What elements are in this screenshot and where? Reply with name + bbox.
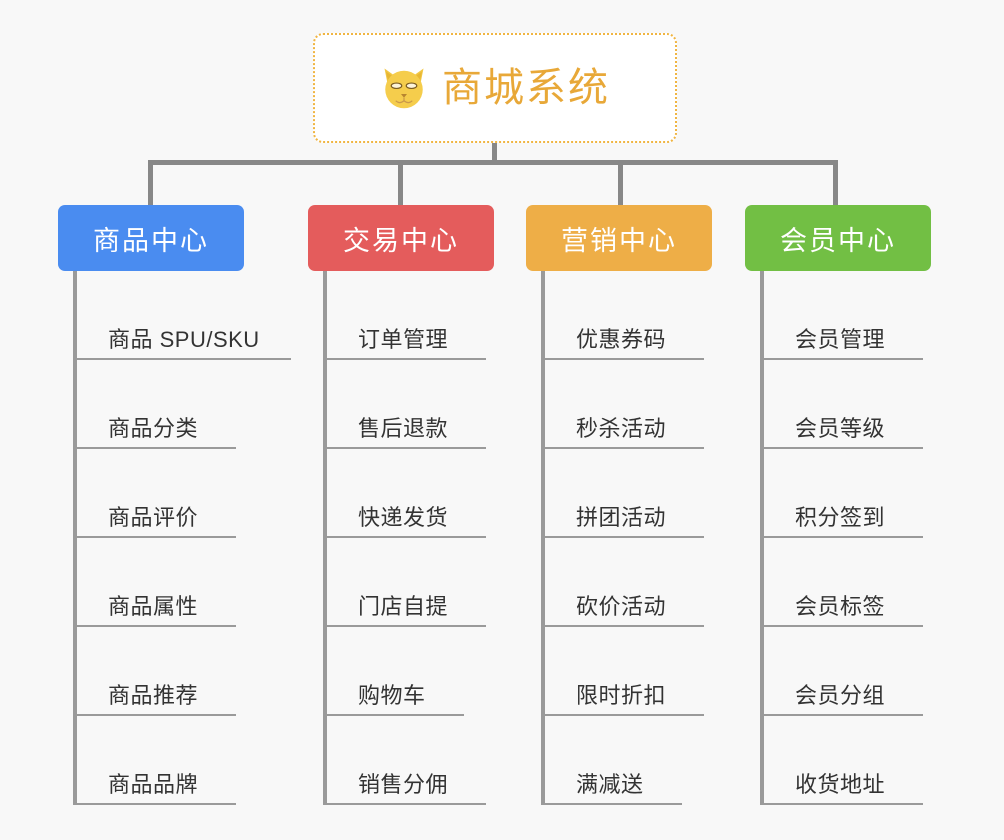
leaf-item[interactable]: 商品评价 (73, 449, 236, 538)
leaf-item-label: 商品推荐 (108, 682, 199, 708)
category-header-product-center[interactable]: 商品中心 (58, 205, 244, 271)
leaf-item[interactable]: 门店自提 (323, 538, 486, 627)
column-spine (541, 271, 545, 805)
column-spine (760, 271, 764, 805)
category-header-label: 交易中心 (343, 225, 459, 256)
leaf-item-label: 收货地址 (795, 771, 886, 797)
category-header-marketing-center[interactable]: 营销中心 (526, 205, 712, 271)
category-header-label: 营销中心 (561, 225, 677, 256)
leaf-item[interactable]: 订单管理 (323, 271, 486, 360)
leaf-list: 优惠券码 秒杀活动 拼团活动 砍价活动 限时折扣 满减送 (541, 271, 704, 805)
leaf-item-label: 商品分类 (108, 415, 199, 441)
leaf-item[interactable]: 商品分类 (73, 360, 236, 449)
shiba-dog-icon (384, 68, 424, 109)
leaf-item-label: 会员分组 (795, 682, 886, 708)
category-header-trade-center[interactable]: 交易中心 (308, 205, 494, 271)
leaf-list: 订单管理 售后退款 快递发货 门店自提 购物车 销售分佣 (323, 271, 486, 805)
leaf-item-label: 购物车 (358, 682, 426, 708)
leaf-item[interactable]: 限时折扣 (541, 627, 704, 716)
leaf-item-label: 秒杀活动 (576, 415, 667, 441)
connector-drop-4 (833, 160, 838, 205)
column-marketing-center: 营销中心 优惠券码 秒杀活动 拼团活动 砍价活动 限时折扣 满减送 (526, 205, 712, 805)
leaf-list: 会员管理 会员等级 积分签到 会员标签 会员分组 收货地址 (760, 271, 923, 805)
leaf-item[interactable]: 销售分佣 (323, 716, 486, 805)
leaf-item-label: 商品品牌 (108, 771, 199, 797)
leaf-item[interactable]: 满减送 (541, 716, 682, 805)
leaf-item[interactable]: 积分签到 (760, 449, 923, 538)
category-header-label: 商品中心 (93, 225, 209, 256)
connector-drop-2 (398, 160, 403, 205)
leaf-item-label: 满减送 (576, 771, 644, 797)
column-product-center: 商品中心 商品 SPU/SKU 商品分类 商品评价 商品属性 商品推荐 商品品牌 (58, 205, 291, 805)
leaf-item-label: 商品属性 (108, 593, 199, 619)
connector-horizontal-bus (148, 160, 838, 165)
leaf-item[interactable]: 商品 SPU/SKU (73, 271, 291, 360)
leaf-item-label: 优惠券码 (576, 326, 667, 352)
leaf-item-label: 积分签到 (795, 504, 886, 530)
leaf-item-label: 限时折扣 (576, 682, 667, 708)
connector-root-stem (492, 143, 497, 164)
category-header-member-center[interactable]: 会员中心 (745, 205, 931, 271)
leaf-list: 商品 SPU/SKU 商品分类 商品评价 商品属性 商品推荐 商品品牌 (73, 271, 291, 805)
leaf-item[interactable]: 拼团活动 (541, 449, 704, 538)
root-node[interactable]: 商城系统 (313, 33, 677, 143)
leaf-item-label: 订单管理 (358, 326, 449, 352)
column-trade-center: 交易中心 订单管理 售后退款 快递发货 门店自提 购物车 销售分佣 (308, 205, 494, 805)
leaf-item-label: 快递发货 (358, 504, 449, 530)
column-spine (73, 271, 77, 805)
column-spine (323, 271, 327, 805)
leaf-item[interactable]: 砍价活动 (541, 538, 704, 627)
leaf-item-label: 拼团活动 (576, 504, 667, 530)
leaf-item[interactable]: 会员标签 (760, 538, 923, 627)
leaf-item[interactable]: 收货地址 (760, 716, 923, 805)
leaf-item[interactable]: 会员等级 (760, 360, 923, 449)
root-title: 商城系统 (442, 66, 610, 110)
leaf-item-label: 砍价活动 (576, 593, 667, 619)
connector-drop-1 (148, 160, 153, 205)
leaf-item-label: 商品评价 (108, 504, 199, 530)
leaf-item[interactable]: 会员管理 (760, 271, 923, 360)
leaf-item-label: 会员等级 (795, 415, 886, 441)
connector-drop-3 (618, 160, 623, 205)
leaf-item[interactable]: 商品品牌 (73, 716, 236, 805)
leaf-item-label: 销售分佣 (358, 771, 449, 797)
column-member-center: 会员中心 会员管理 会员等级 积分签到 会员标签 会员分组 收货地址 (745, 205, 931, 805)
leaf-item-label: 售后退款 (358, 415, 449, 441)
leaf-item[interactable]: 快递发货 (323, 449, 486, 538)
leaf-item[interactable]: 售后退款 (323, 360, 486, 449)
leaf-item[interactable]: 优惠券码 (541, 271, 704, 360)
leaf-item-label: 会员标签 (795, 593, 886, 619)
leaf-item-label: 会员管理 (795, 326, 886, 352)
leaf-item[interactable]: 商品属性 (73, 538, 236, 627)
leaf-item[interactable]: 购物车 (323, 627, 464, 716)
leaf-item[interactable]: 会员分组 (760, 627, 923, 716)
leaf-item[interactable]: 秒杀活动 (541, 360, 704, 449)
leaf-item-label: 门店自提 (358, 593, 449, 619)
leaf-item[interactable]: 商品推荐 (73, 627, 236, 716)
category-header-label: 会员中心 (780, 225, 896, 256)
leaf-item-label: 商品 SPU/SKU (108, 326, 260, 352)
